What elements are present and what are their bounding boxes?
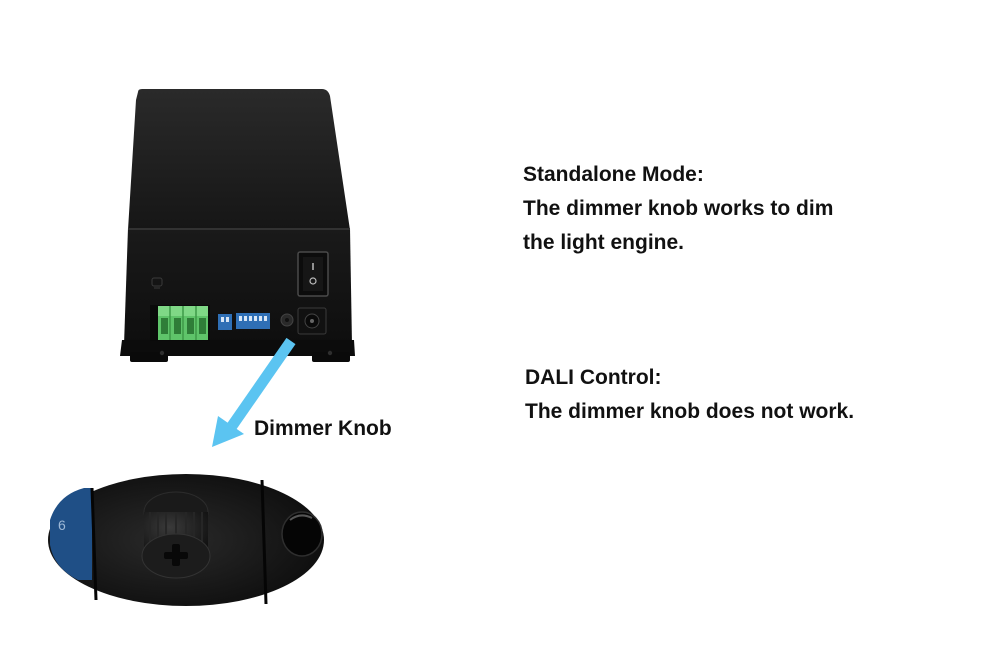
dali-control-heading: DALI Control: — [525, 366, 662, 389]
dimmer-knob — [280, 313, 294, 327]
dip-switch-large — [236, 313, 270, 329]
green-terminal-block — [150, 305, 210, 341]
dc-power-jack — [297, 307, 327, 335]
device-base — [120, 340, 355, 356]
standalone-mode-line-1: The dimmer knob works to dim — [523, 197, 834, 220]
standalone-mode-line-2: the light engine. — [523, 231, 684, 254]
dali-control-note: DALI Control: The dimmer knob does not w… — [525, 361, 854, 429]
controller-device — [120, 89, 355, 362]
device-foot — [130, 352, 168, 362]
dimmer-knob-label: Dimmer Knob — [254, 417, 392, 440]
svg-text:6: 6 — [58, 517, 66, 533]
callout-arrow — [212, 337, 296, 447]
device-foot — [312, 352, 350, 362]
power-rocker-switch — [297, 251, 329, 297]
standalone-mode-heading: Standalone Mode: — [523, 163, 704, 186]
engraved-mark — [151, 277, 163, 289]
dip-switch-small — [218, 314, 232, 330]
knob-zoom-inset: 6 — [48, 474, 324, 606]
dali-control-line-1: The dimmer knob does not work. — [525, 400, 855, 423]
device-top-surface — [128, 89, 350, 230]
standalone-mode-note: Standalone Mode: The dimmer knob works t… — [523, 158, 833, 260]
